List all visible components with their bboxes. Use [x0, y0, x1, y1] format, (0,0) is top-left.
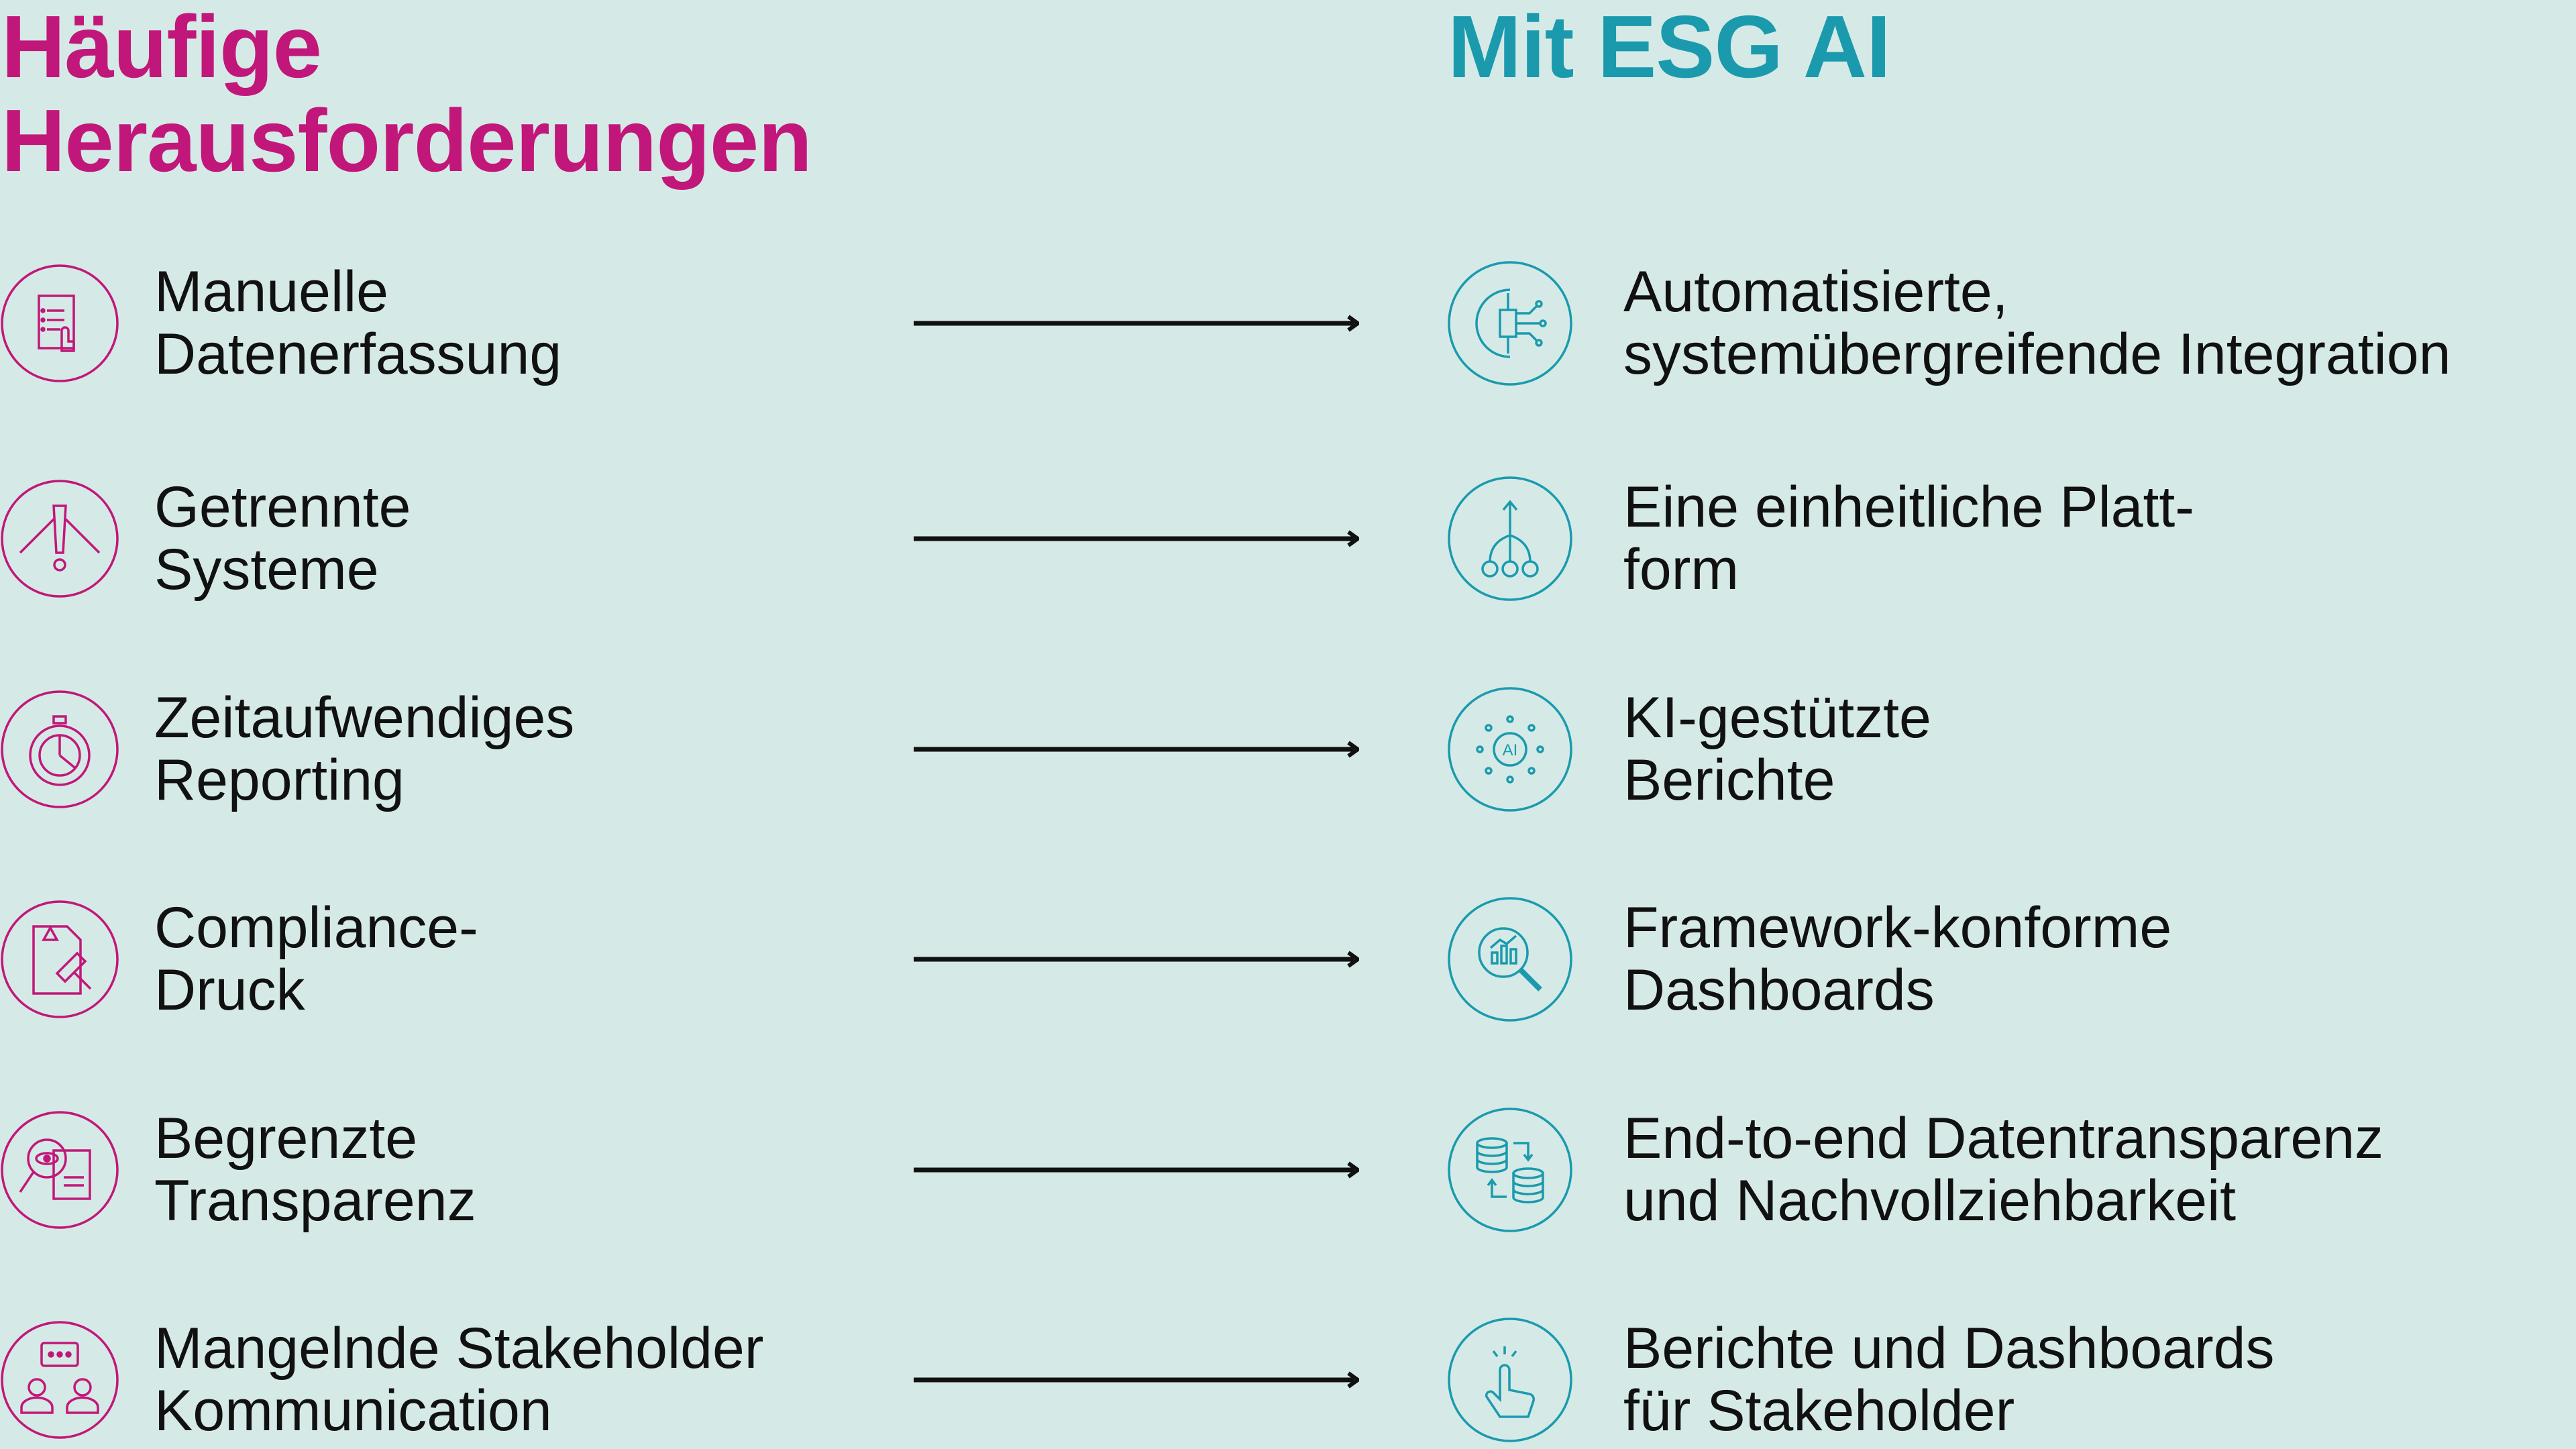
challenges-heading: Häufige Herausforderungen — [1, 0, 812, 190]
stopwatch-icon — [1, 690, 119, 808]
comparison-row: Getrennte Systeme Eine einheitliche Plat… — [0, 472, 2576, 606]
challenge-label: Getrennte Systeme — [154, 475, 411, 602]
chart-magnifier-icon — [1448, 897, 1572, 1022]
comparison-row: Manuelle Datenerfassung Automatisierte, … — [0, 256, 2576, 390]
eye-magnifier-document-icon — [1, 1111, 119, 1229]
hand-tap-icon — [1448, 1318, 1572, 1442]
solution-label: KI-gestützte Berichte — [1623, 686, 1931, 812]
solution-label: Automatisierte, systemübergreifende Inte… — [1623, 260, 2451, 386]
solution-label: Eine einheitliche Platt- form — [1623, 475, 2194, 602]
arrow-right-icon — [914, 1161, 1359, 1179]
solution-label: Berichte und Dashboards für Stakeholder — [1623, 1316, 2275, 1443]
warning-split-icon — [1, 480, 119, 598]
challenge-label: Zeitaufwendiges Reporting — [154, 686, 575, 812]
svg-text:AI: AI — [1503, 741, 1518, 759]
people-chat-icon — [1, 1321, 119, 1439]
gear-circuit-icon — [1448, 261, 1572, 386]
arrow-right-icon — [914, 741, 1359, 758]
arrow-right-icon — [914, 951, 1359, 968]
solution-label: Framework-konforme Dashboards — [1623, 896, 2172, 1022]
database-sync-icon — [1448, 1108, 1572, 1232]
comparison-row: Begrenzte Transparenz End-to-end Datentr… — [0, 1103, 2576, 1237]
solution-label: End-to-end Datentransparenz und Nachvoll… — [1623, 1106, 2384, 1233]
arrow-right-icon — [914, 530, 1359, 547]
challenge-label: Manuelle Datenerfassung — [154, 260, 562, 386]
merge-platform-icon — [1448, 476, 1572, 601]
challenge-label: Compliance- Druck — [154, 896, 478, 1022]
ai-network-icon: AI — [1448, 687, 1572, 812]
solutions-heading: Mit ESG AI — [1448, 0, 1891, 96]
arrow-right-icon — [914, 1371, 1359, 1389]
comparison-row: Mangelnde Stakeholder Kommunication Beri… — [0, 1313, 2576, 1447]
comparison-row: Zeitaufwendiges Reporting AI KI-gestützt… — [0, 682, 2576, 816]
document-gavel-icon — [1, 900, 119, 1018]
form-hand-icon — [1, 264, 119, 382]
challenge-label: Begrenzte Transparenz — [154, 1106, 476, 1233]
arrow-right-icon — [914, 315, 1359, 332]
comparison-row: Compliance- Druck Framework-konforme Das… — [0, 892, 2576, 1026]
challenge-label: Mangelnde Stakeholder Kommunication — [154, 1316, 764, 1443]
